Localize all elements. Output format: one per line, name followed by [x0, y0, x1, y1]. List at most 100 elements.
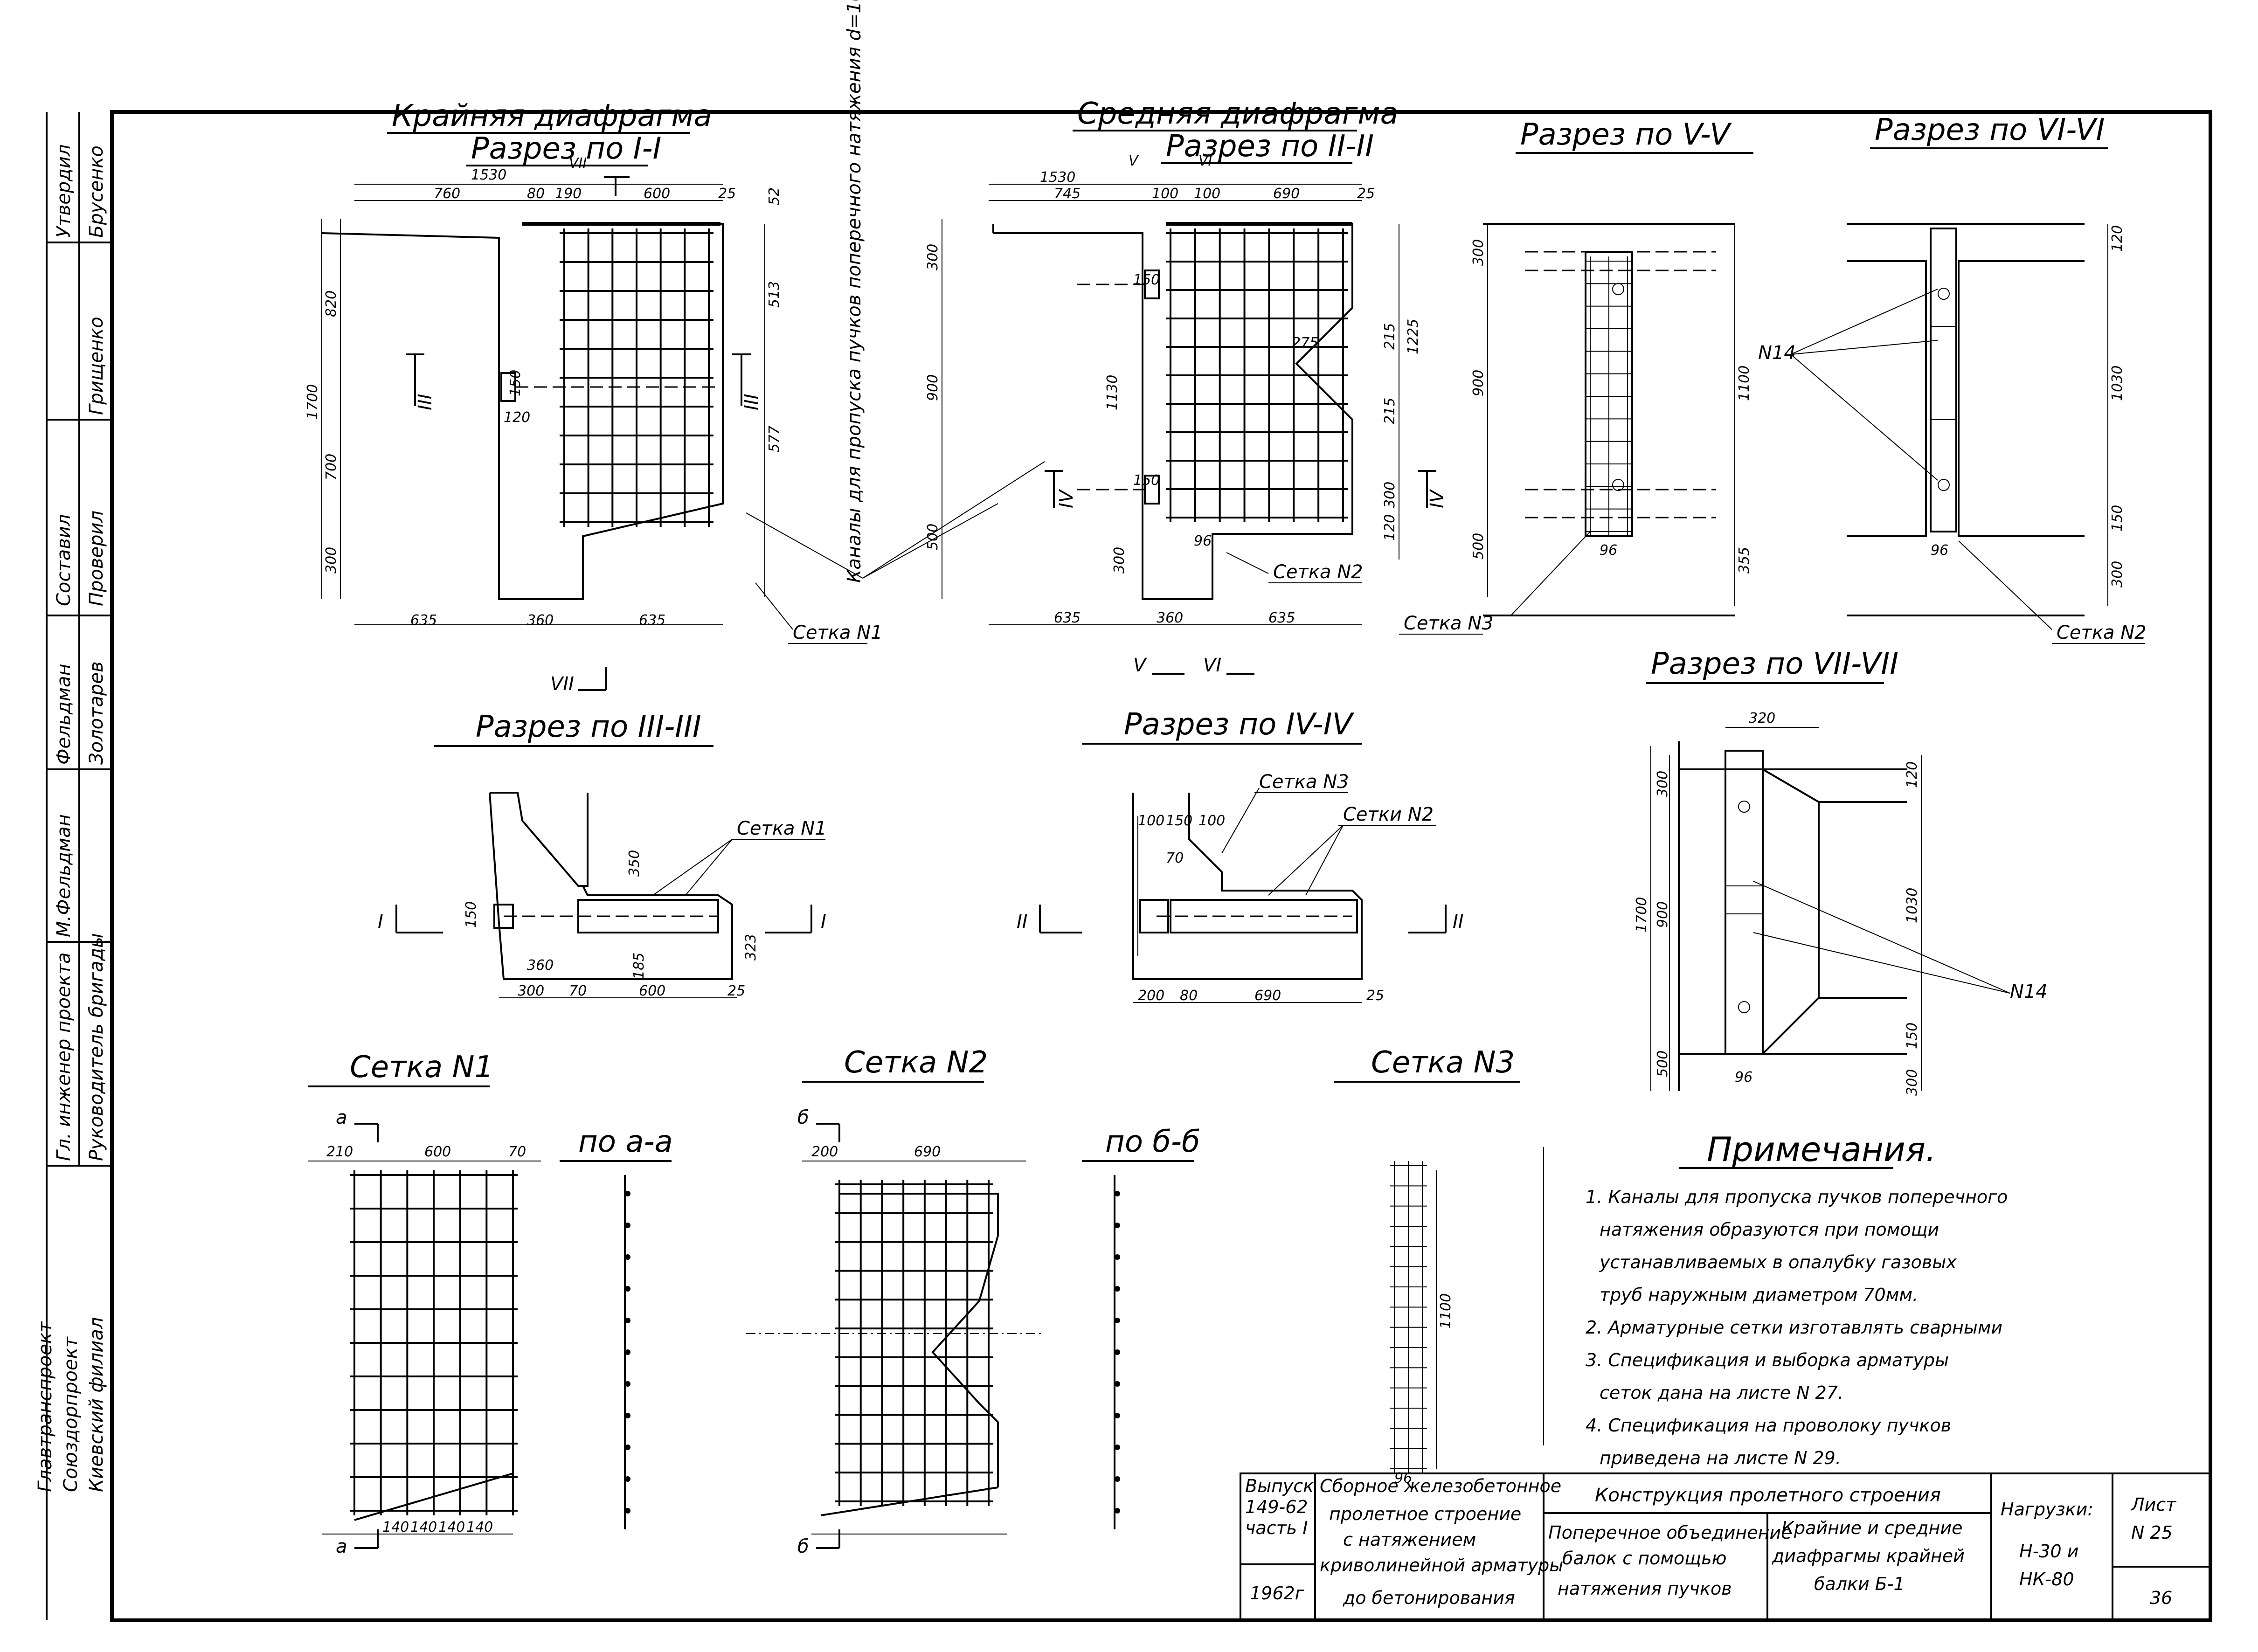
title-mesh-3: Сетка N3: [1371, 1045, 1515, 1080]
dim-635-d: 635: [1268, 610, 1295, 626]
dim-140-a: 140: [382, 1519, 409, 1535]
sidebar-name-2: Грищенко: [86, 317, 107, 415]
mesh-2-drawing: 200 690 б б: [746, 1107, 1045, 1557]
tb-loads-2: НК-80: [2019, 1569, 2074, 1590]
dim-140-d: 140: [466, 1519, 493, 1535]
dim-600-a: 600: [644, 186, 670, 202]
label-mesh-n2-a: Сетка N2: [1273, 561, 1363, 583]
label-mesh-n1-a: Сетка N1: [793, 622, 883, 643]
dim-190-a: 190: [555, 186, 582, 202]
dim-300-c: 300: [1111, 547, 1128, 574]
title-section-6: Разрез по VI-VI: [1875, 113, 2105, 147]
dim-1030-a: 1030: [2109, 366, 2126, 401]
tb-page: 36: [2150, 1588, 2172, 1608]
dim-600-c: 600: [424, 1144, 451, 1160]
dim-360-c: 360: [527, 957, 554, 974]
title-view-b: по б-б: [1105, 1125, 1200, 1159]
title-section-5: Разрез по V-V: [1520, 118, 1732, 152]
bar-section-dot: [1115, 1223, 1120, 1228]
end-diaphragm-section: 1530 760 80 190 600 25 52 1700 820 700 3…: [305, 155, 883, 695]
sidebar-role-4: Гл. инженер проекта: [53, 952, 75, 1161]
bar-section-dot: [1115, 1349, 1120, 1355]
dim-355: 355: [1736, 547, 1752, 574]
sidebar-name-1: Брусенко: [86, 145, 107, 238]
dim-1530-b: 1530: [1040, 169, 1075, 186]
sidebar-name-4: Золотарев: [86, 661, 107, 765]
middle-diaphragm-section: 1530 745 100 100 690 25 300 900 500 1130…: [925, 153, 1448, 676]
dim-577: 577: [766, 426, 783, 452]
title-section-3: Разрез по III-III: [476, 710, 701, 744]
sidebar-role-5: Руководитель бригады: [86, 933, 107, 1161]
mesh-3-drawing: 1100 96: [1390, 1161, 1454, 1486]
mark-1-right: I: [821, 911, 826, 933]
dim-900-b: 900: [1470, 370, 1487, 396]
sidebar-role-1: Утвердил: [53, 145, 75, 238]
dim-900-c: 900: [1655, 901, 1671, 928]
title-mesh-2: Сетка N2: [844, 1045, 988, 1080]
sidebar-role-3: Фельдман: [53, 664, 75, 765]
title-section-1: Разрез по I-I: [471, 131, 661, 166]
dim-96-a: 96: [1194, 533, 1212, 549]
dim-100-d: 100: [1198, 813, 1225, 829]
title-mesh-1: Сетка N1: [350, 1050, 493, 1085]
dim-120-d: 120: [1904, 761, 1920, 788]
dim-300-e: 300: [2109, 561, 2126, 588]
view-a-bar: [624, 1175, 630, 1529]
label-mesh-n1-b: Сетка N1: [737, 818, 827, 839]
tb-loads-1: Н-30 и: [2019, 1541, 2078, 1562]
section-7: 320 1700 300 900 500 120 1030 150 300 96…: [1634, 710, 2048, 1096]
dim-690-c: 690: [914, 1144, 941, 1160]
mark-5-bottom: V: [1133, 655, 1147, 676]
note-line-7: сеток дана на листе N 27.: [1600, 1382, 1843, 1403]
tb-subject1-1: Поперечное объединение: [1548, 1522, 1792, 1543]
dim-400: 300: [1382, 482, 1398, 508]
bar-section-dot: [625, 1286, 630, 1292]
mark-b-top: б: [797, 1107, 809, 1128]
dim-120-a: 120: [504, 409, 530, 426]
dim-1130-a: 1130: [1104, 375, 1121, 410]
dim-360-b: 360: [1157, 610, 1183, 626]
bar-section-dot: [625, 1476, 630, 1482]
dim-500-a: 500: [925, 524, 941, 550]
tb-desc-5: до бетонирования: [1343, 1588, 1515, 1608]
dim-350: 350: [626, 850, 643, 877]
bar-section-dot: [625, 1413, 630, 1418]
title-block: Выпуск 149-62 часть I 1962г Сборное желе…: [1240, 1472, 2211, 1621]
view-titles: Крайняя диафрагма Разрез по I-I Средняя …: [308, 97, 2108, 1162]
dim-150-d: 150: [2109, 505, 2126, 532]
label-mesh-n2-b: Сетка N2: [2057, 622, 2147, 643]
sidebar-org-3: Киевский филиал: [86, 1317, 107, 1492]
dim-70-c: 70: [508, 1144, 526, 1160]
section-3: 350 150 185 323 360 300 70 600 25 I I Се…: [378, 792, 827, 999]
dim-25-b: 25: [1357, 186, 1375, 202]
label-meshes-n2: Сетки N2: [1343, 804, 1434, 825]
bar-section-dot: [625, 1318, 630, 1323]
tb-issue-2: 149-62: [1245, 1497, 1308, 1517]
dim-900-a: 900: [925, 374, 941, 401]
title-middle-diaphragm: Средняя диафрагма: [1077, 97, 1399, 131]
tb-loads-label: Нагрузки:: [2001, 1499, 2093, 1520]
label-mesh-n3-b: Сетка N3: [1259, 771, 1349, 793]
notes-heading: Примечания.: [1707, 1130, 1936, 1169]
dim-700-a: 700: [323, 454, 339, 480]
dim-96-d: 96: [1735, 1069, 1752, 1085]
note-line-8: 4. Спецификация на проволоку пучков: [1586, 1415, 1951, 1436]
dim-300-d: 300: [1470, 239, 1487, 266]
tb-subject2-2: диафрагмы крайней: [1772, 1546, 1965, 1566]
ducts-note-text: Каналы для пропуска пучков поперечного н…: [844, 0, 865, 583]
dim-1225: 1225: [1405, 319, 1421, 354]
tb-desc-3: с натяжением: [1343, 1529, 1476, 1550]
tb-issue-3: часть I: [1245, 1518, 1308, 1538]
tb-desc-1: Сборное железобетонное: [1320, 1476, 1561, 1496]
sidebar-name-5: М.Фельдман: [53, 814, 75, 937]
dim-52: 52: [766, 187, 783, 205]
sheet-frame: [110, 110, 2212, 1622]
dim-100-b: 100: [1194, 186, 1220, 202]
bar-section-dot: [1115, 1413, 1120, 1418]
view-b-bar: [1114, 1175, 1120, 1529]
bar-section-dot: [1115, 1191, 1120, 1196]
dim-690-b: 690: [1254, 988, 1281, 1004]
title-section-2: Разрез по II-II: [1166, 129, 1374, 164]
sidebar-stamp: Утвердил Брусенко Грищенко Составил Пров…: [35, 112, 112, 1620]
note-line-6: 3. Спецификация и выборка арматуры: [1586, 1350, 1949, 1370]
